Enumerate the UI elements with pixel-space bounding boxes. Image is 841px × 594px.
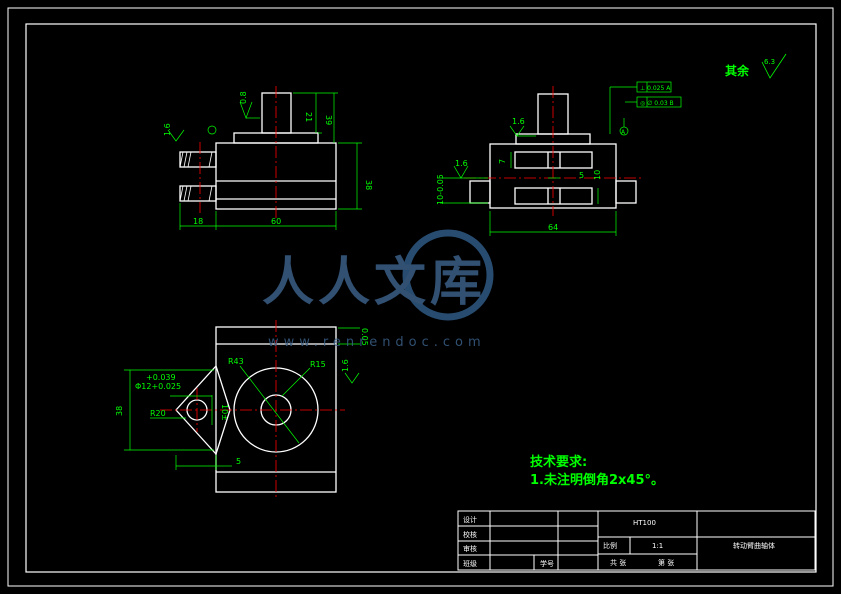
dim-top-tol-a: +0.039: [146, 373, 176, 382]
rough-top-16: 1.6: [341, 359, 350, 372]
corner-roughness-note: 其余 6.3: [725, 53, 787, 79]
dim-top-tol-b: Φ12+0.025: [135, 382, 181, 391]
dim-side-tol: 10-0.05: [436, 174, 445, 205]
tb-id-label: 学号: [540, 559, 554, 568]
side-dimensions: [440, 81, 682, 236]
front-dimensions: [167, 92, 362, 230]
rough-side-16b: 1.6: [455, 159, 468, 168]
dim-front-60: 60: [271, 217, 281, 226]
side-dimension-labels: 64 5 7 10 10-0.05 1.6 1.6 ⊥ 0.025 A ◎ ∅ …: [436, 85, 674, 232]
corner-note-roughness: 6.3: [764, 58, 775, 66]
front-dimension-labels: 18 60 38 21 39 0.8 1.6: [163, 91, 373, 226]
tb-row-review: 审核: [463, 544, 477, 553]
watermark-circle-icon: [402, 229, 494, 321]
dim-top-r43: R43: [228, 357, 244, 366]
dim-top-38: 38: [115, 406, 124, 416]
tb-row-design: 设计: [463, 515, 477, 524]
front-hatch: [179, 151, 213, 202]
tb-row-check: 校核: [463, 530, 477, 539]
tb-sheet-num: 第 张: [658, 558, 674, 567]
top-dimension-labels: R43 R15 R20 38 5 10± +0.039 Φ12+0.025 0.…: [115, 328, 369, 466]
rough-front-16: 1.6: [163, 123, 172, 136]
tb-part-name: 转动臂曲轴体: [733, 541, 775, 550]
technical-requirements: 技术要求: 1.未注明倒角2x45°。: [530, 454, 664, 488]
dim-side-7: 7: [498, 159, 507, 164]
tb-row-class: 班级: [463, 559, 477, 568]
tb-scale-label: 比例: [603, 541, 617, 550]
gdt-frame-2: ◎ ∅ 0.03 B: [640, 100, 674, 107]
dim-top-005: 0.05: [360, 328, 369, 346]
dim-top-r20: R20: [150, 409, 166, 418]
dim-front-39: 39: [324, 115, 333, 125]
dim-top-102: 10±: [220, 404, 229, 421]
inner-border: [25, 23, 817, 573]
dim-top-r15: R15: [310, 360, 326, 369]
gdt-frame-1: ⊥ 0.025 A: [640, 85, 671, 92]
tech-req-item-1: 1.未注明倒角2x45°。: [530, 472, 664, 488]
dim-front-21: 21: [304, 112, 313, 122]
title-block-text: 设计 校核 审核 班级 学号 HT100 比例 1:1 转动臂曲轴体 共 张 第…: [463, 515, 775, 568]
watermark-url: www.renrendoc.com: [268, 335, 486, 350]
title-block: [457, 510, 816, 571]
rough-side-16a: 1.6: [512, 117, 525, 126]
outer-border: [7, 7, 834, 587]
tech-req-title: 技术要求:: [530, 454, 587, 470]
datum-a: A: [621, 129, 626, 136]
rough-front-08: 0.8: [239, 91, 248, 104]
corner-note-label: 其余: [725, 63, 750, 78]
watermark-text: 人人文库: [262, 253, 486, 313]
watermark: 人人文库 www.renrendoc.com: [262, 229, 494, 350]
tb-scale-value: 1:1: [652, 542, 663, 550]
tb-material: HT100: [633, 519, 656, 527]
dim-front-38: 38: [364, 180, 373, 190]
dim-side-64: 64: [548, 223, 558, 232]
dim-side-10: 10: [593, 170, 602, 180]
dim-front-18: 18: [193, 217, 203, 226]
front-centerlines: [199, 86, 277, 218]
top-dimensions: [124, 327, 360, 470]
top-centerlines: [160, 320, 345, 500]
dim-top-5: 5: [236, 457, 241, 466]
dim-side-5: 5: [579, 171, 584, 180]
tb-sheet-total: 共 张: [610, 558, 626, 567]
